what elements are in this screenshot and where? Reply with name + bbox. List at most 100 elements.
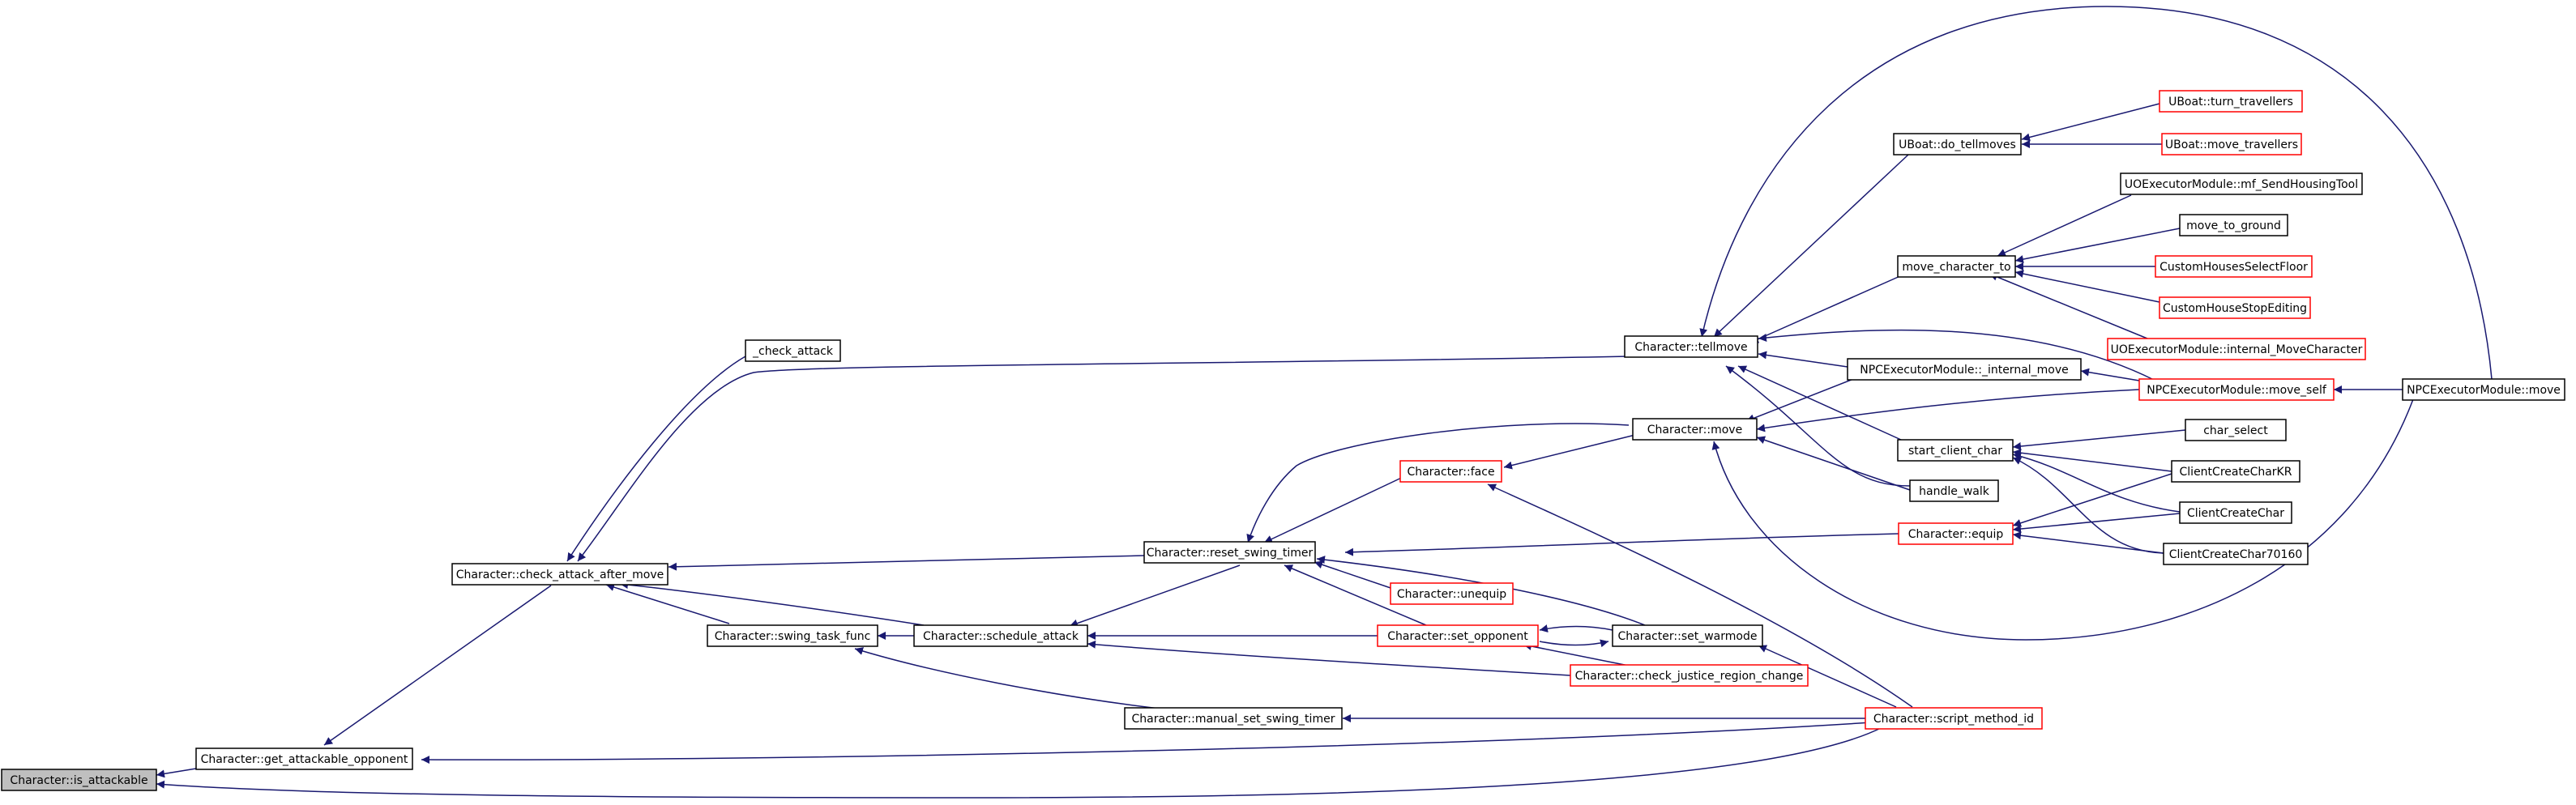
node-label: Character::check_attack_after_move <box>456 569 664 581</box>
node-label: ClientCreateChar <box>2187 507 2284 520</box>
node-box <box>1570 664 1809 687</box>
node-box <box>1909 479 1999 502</box>
edge-reset-swing-timer-to-check-attack-after-move <box>668 555 1145 571</box>
edge-char-select-to-start-client-char <box>2012 429 2186 450</box>
node-check-justice-region-change[interactable]: Character::check_justice_region_change <box>1570 664 1809 687</box>
node-clientcreatechar[interactable]: ClientCreateChar <box>2179 501 2292 524</box>
node-label: CustomHouseStopEditing <box>2163 302 2307 315</box>
edge-npc-move-to-tellmove <box>1699 6 2493 380</box>
node-script-method-id[interactable]: Character::script_method_id <box>1865 707 2043 730</box>
edge-check-attack-after-move-to-get-attackable-opponent <box>323 585 552 746</box>
node-label: UBoat::do_tellmoves <box>1899 138 2016 151</box>
node-clientcreatechar70160[interactable]: ClientCreateChar70160 <box>2163 543 2309 565</box>
node-box <box>1143 541 1316 564</box>
node-check-attack-after-move[interactable]: Character::check_attack_after_move <box>451 563 669 586</box>
node-turn-travellers[interactable]: UBoat::turn_travellers <box>2159 90 2303 113</box>
node-label: Character::script_method_id <box>1873 713 2034 726</box>
edge-tellmove-to-check-attack-after-move <box>577 356 1630 562</box>
edge-handle-walk-to-move <box>1756 436 1911 491</box>
node-internal-move[interactable]: NPCExecutorModule::_internal_move <box>1847 358 2082 381</box>
node-npc-move[interactable]: NPCExecutorModule::move <box>2402 378 2565 401</box>
node-char-select[interactable]: char_select <box>2185 419 2287 441</box>
edge-custom-house-stop-editing-to-move-character-to <box>2014 270 2160 303</box>
node-box <box>1377 624 1539 647</box>
edge-set-warmode-to-set-opponent <box>1539 624 1613 632</box>
node-move-travellers[interactable]: UBoat::move_travellers <box>2161 133 2302 155</box>
edge-unequip-to-reset-swing-timer <box>1314 560 1396 590</box>
node-schedule-attack[interactable]: Character::schedule_attack <box>913 624 1088 647</box>
node-label: Character::equip <box>1908 528 2004 541</box>
node-label: handle_walk <box>1919 485 1990 498</box>
node-label: Character::get_attackable_opponent <box>201 753 408 766</box>
node-set-warmode[interactable]: Character::set_warmode <box>1612 624 1763 647</box>
node-label: ClientCreateChar70160 <box>2169 548 2303 561</box>
node-equip[interactable]: Character::equip <box>1898 522 2014 545</box>
node-label: move_character_to <box>1902 261 2010 274</box>
node-swing-task-func[interactable]: Character::swing_task_func <box>707 624 878 647</box>
node-get-attackable-opponent[interactable]: Character::get_attackable_opponent <box>195 748 413 770</box>
node-reset-swing-timer[interactable]: Character::reset_swing_timer <box>1143 541 1316 564</box>
node-label: Character::tellmove <box>1634 341 1747 354</box>
node-box <box>2163 543 2309 565</box>
node-label: CustomHousesSelectFloor <box>2159 261 2308 274</box>
edge-swing-task-func-to-check-attack-after-move <box>605 583 730 624</box>
node-label: NPCExecutorModule::_internal_move <box>1860 364 2069 377</box>
node-move-character-to[interactable]: move_character_to <box>1897 255 2016 278</box>
node-is-attackable[interactable]: Character::is_attackable <box>1 769 157 791</box>
node-box <box>1612 624 1763 647</box>
node-tellmove[interactable]: Character::tellmove <box>1624 335 1758 358</box>
edge-equip-to-move <box>1711 398 2414 641</box>
node-internal-movecharacter[interactable]: UOExecutorModule::internal_MoveCharacter <box>2107 338 2366 360</box>
node-do-tellmoves[interactable]: UBoat::do_tellmoves <box>1893 133 2022 155</box>
edge-internal-move-to-move <box>1745 374 1865 422</box>
node-box <box>1390 582 1514 605</box>
node-label: Character::set_warmode <box>1618 630 1758 643</box>
node-box <box>1897 439 2014 462</box>
edge-check-justice-to-set-opponent <box>1523 642 1630 667</box>
node-start-client-char[interactable]: start_client_char <box>1897 439 2014 462</box>
edge-schedule-attack-to-check-attack-after-move <box>619 581 925 626</box>
node-label: NPCExecutorModule::move <box>2407 384 2561 397</box>
node-mf-sendhousingtool[interactable]: UOExecutorModule::mf_SendHousingTool <box>2120 172 2363 195</box>
node-box <box>2159 90 2303 113</box>
node-label: start_client_char <box>1908 445 2002 458</box>
node-label: move_to_ground <box>2186 219 2281 232</box>
edge-mf-send-housing-tool-to-move-character-to <box>1997 194 2132 257</box>
node-box <box>707 624 878 647</box>
node-label: Character::unequip <box>1397 588 1506 601</box>
node-set-opponent[interactable]: Character::set_opponent <box>1377 624 1539 647</box>
node-label: Character::swing_task_func <box>715 630 871 643</box>
edge-client-create-char-kr-to-equip <box>2012 473 2172 527</box>
node-customhousesselectfloor[interactable]: CustomHousesSelectFloor <box>2155 255 2313 278</box>
node-box <box>2120 172 2363 195</box>
node-face[interactable]: Character::face <box>1399 460 1502 483</box>
node-handle-walk[interactable]: handle_walk <box>1909 479 1999 502</box>
edge-internal-move-character-to-move-character-to <box>1989 273 2148 339</box>
edge-script-method-id-to-face <box>1487 483 1913 708</box>
node-box <box>1847 358 2082 381</box>
node-move-self[interactable]: NPCExecutorModule::move_self <box>2138 378 2335 401</box>
node-move-to-ground[interactable]: move_to_ground <box>2179 214 2288 236</box>
node-clientcreatecharkr[interactable]: ClientCreateCharKR <box>2171 460 2300 483</box>
node-unequip[interactable]: Character::unequip <box>1390 582 1514 605</box>
nodes: Character::is_attackable Character::get_a… <box>1 90 2565 791</box>
node-move[interactable]: Character::move <box>1632 418 1758 441</box>
node-box <box>1897 255 2016 278</box>
edge-check-justice-to-schedule-attack <box>1087 640 1571 676</box>
edge-move-to-ground-to-move-character-to <box>2014 228 2181 263</box>
edge-do-tellmoves-to-tellmove <box>1713 154 1909 338</box>
node--check-attack[interactable]: _check_attack <box>745 339 841 362</box>
node-box <box>913 624 1088 647</box>
node-label: UBoat::turn_travellers <box>2168 96 2293 109</box>
node-label: Character::set_opponent <box>1387 630 1528 643</box>
node-box <box>1893 133 2022 155</box>
node-box <box>2155 255 2313 278</box>
node-label: char_select <box>2203 424 2268 437</box>
edge-move-self-to-move <box>1756 389 2140 432</box>
node-manual-set-swing-timer[interactable]: Character::manual_set_swing_timer <box>1124 707 1343 730</box>
node-box <box>1865 707 2043 730</box>
edge-move-to-face <box>1503 434 1636 470</box>
edge-internal-move-to-tellmove <box>1758 351 1848 368</box>
node-box <box>2159 296 2311 319</box>
node-customhousestopediting[interactable]: CustomHouseStopEditing <box>2159 296 2311 319</box>
